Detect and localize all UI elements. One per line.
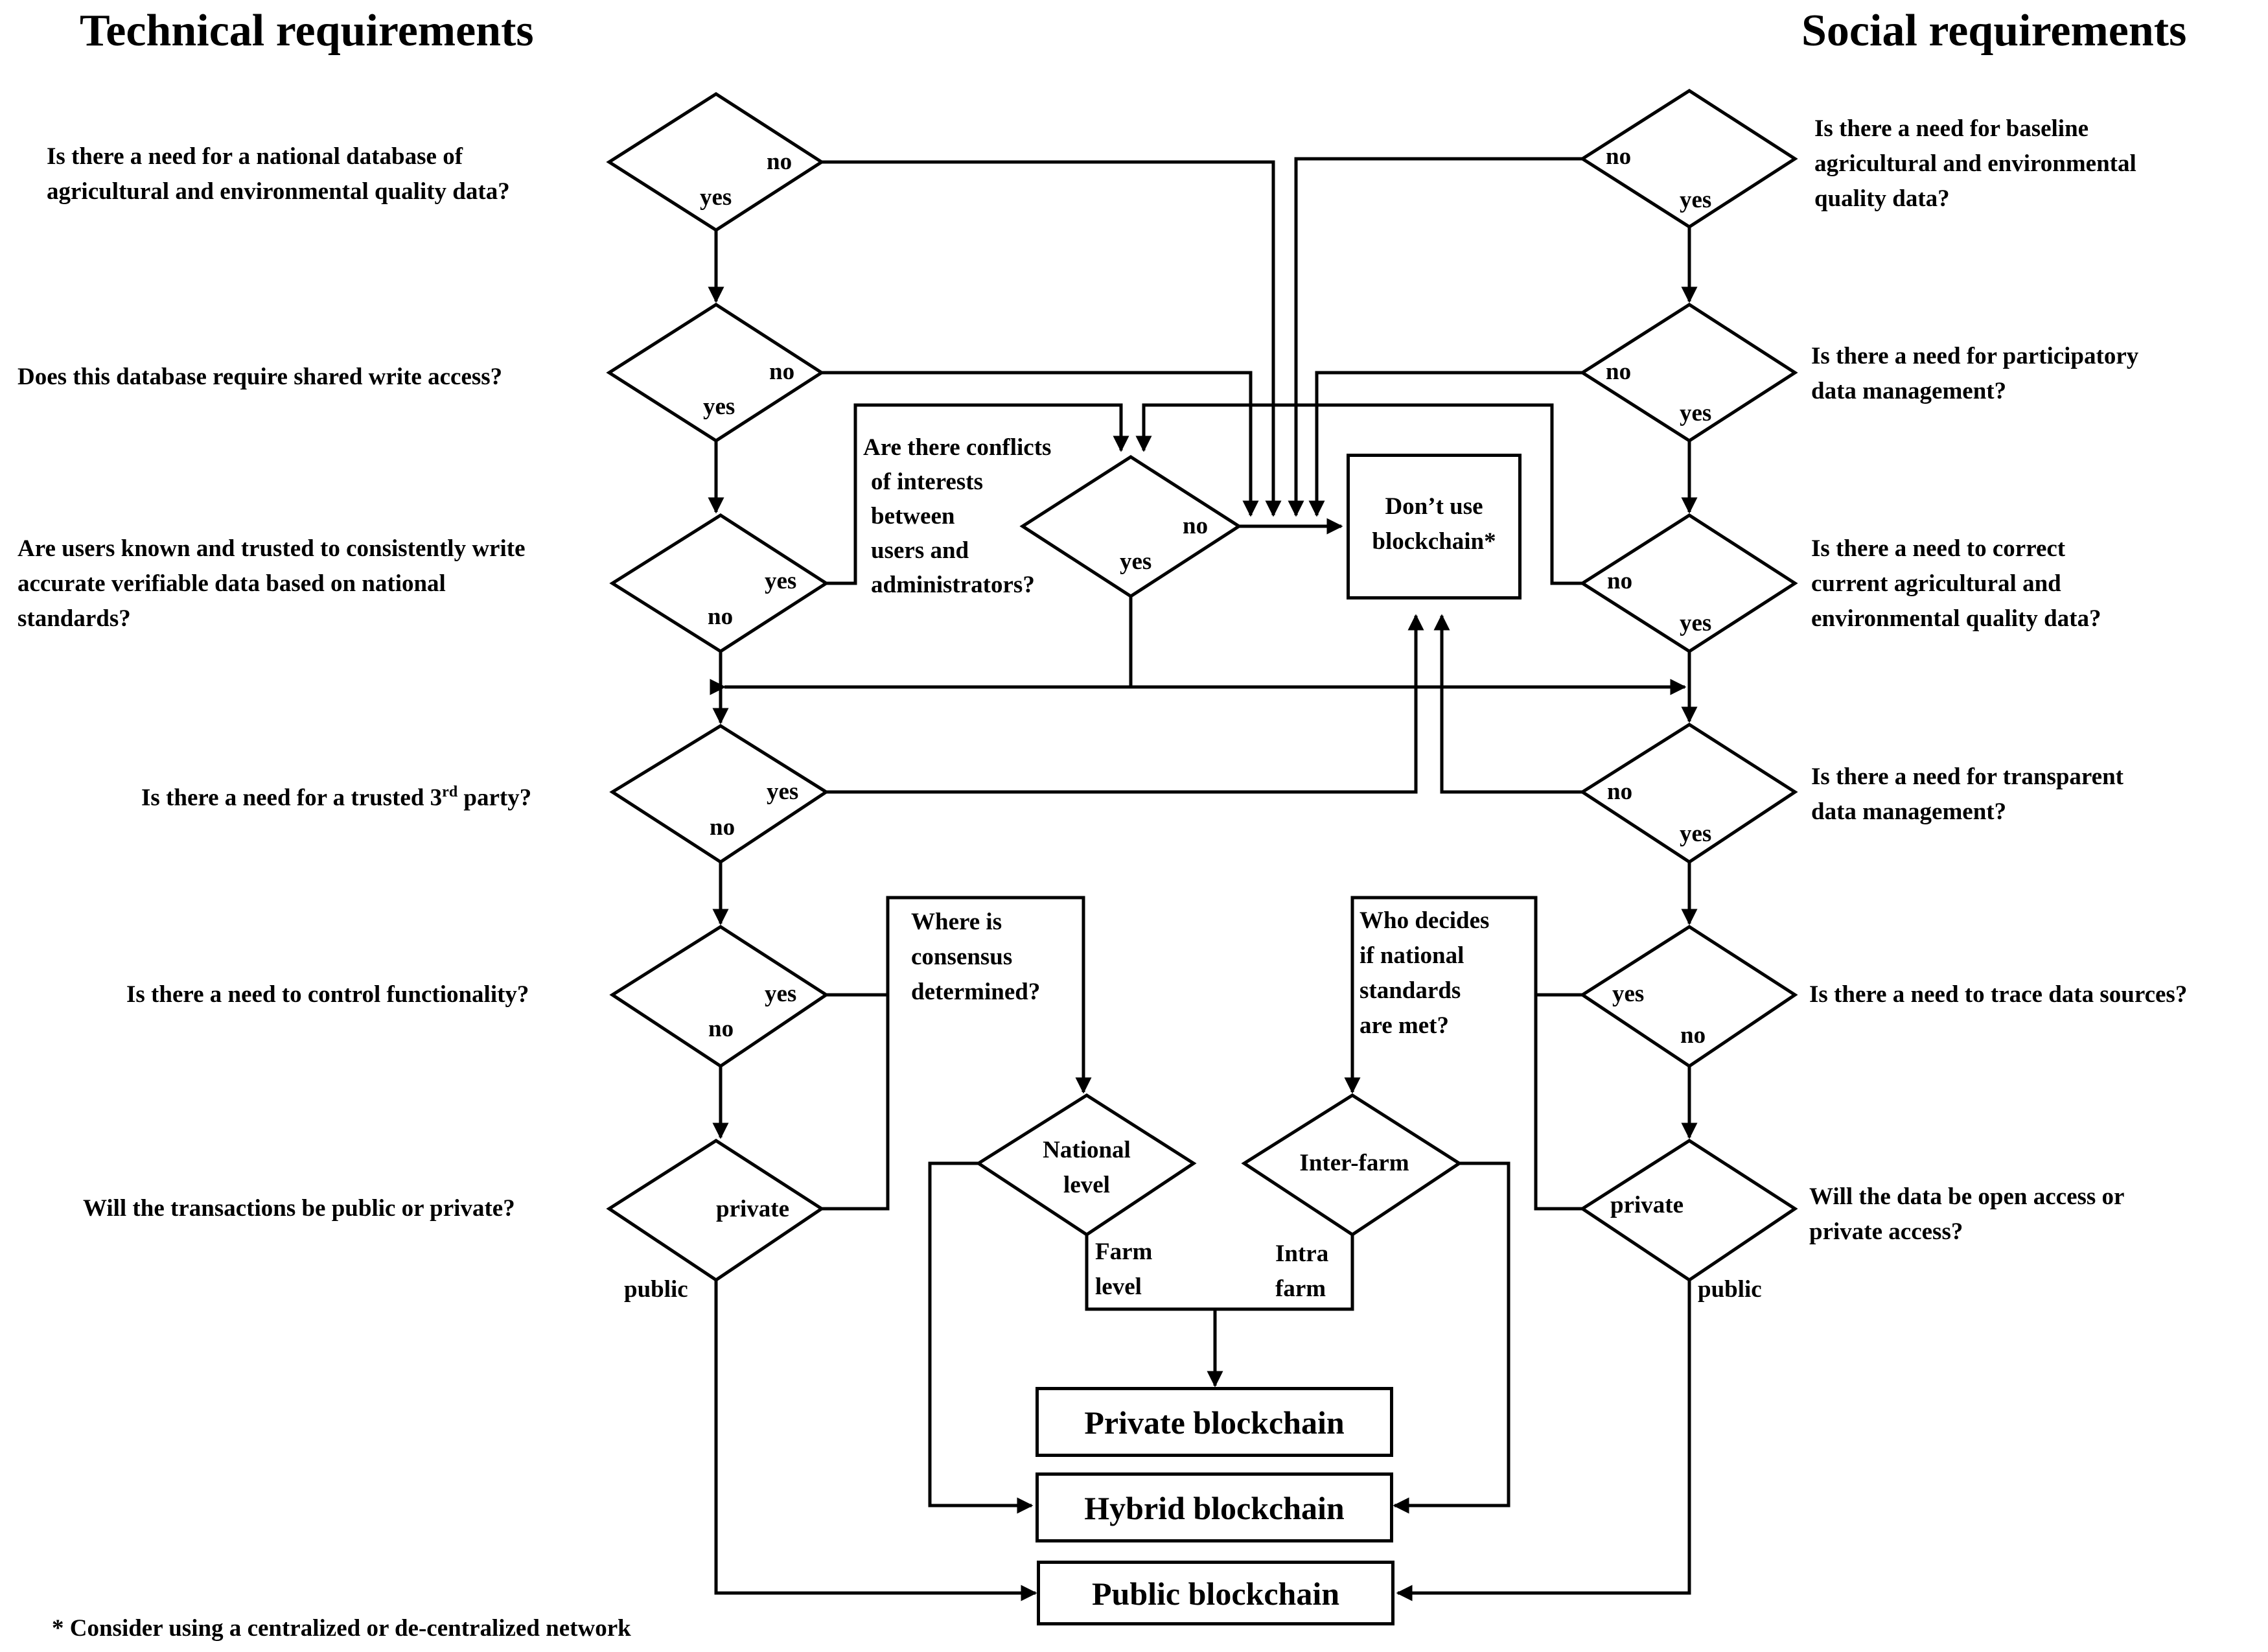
tech-q2-no: no (769, 358, 795, 385)
private-blockchain-box: Private blockchain (1036, 1387, 1393, 1457)
tech-q1-no: no (767, 148, 793, 175)
social-q3-yes: yes (1680, 610, 1712, 636)
tech-q2-yes: yes (703, 393, 735, 420)
technical-heading: Technical requirements (80, 6, 534, 56)
conflict-question: Are there conflicts of interests between… (863, 434, 1052, 598)
social-q4-no: no (1607, 778, 1633, 805)
tech-q6-public: public (624, 1276, 688, 1303)
hybrid-blockchain-box: Hybrid blockchain (1036, 1472, 1393, 1542)
tech-question-5: Is there a need to control functionality… (126, 981, 529, 1008)
tech-q6-private: private (716, 1196, 790, 1222)
tech-question-6: Will the transactions be public or priva… (83, 1195, 515, 1222)
tech-q3-yes: yes (765, 568, 797, 594)
tech-question-4: Is there a need for a trusted 3rd party? (141, 784, 532, 811)
social-q4-yes: yes (1680, 820, 1712, 847)
social-q5-yes: yes (1612, 981, 1645, 1007)
tech-q4-no: no (710, 814, 735, 841)
social-q6-public: public (1698, 1276, 1762, 1303)
public-blockchain-box: Public blockchain (1037, 1561, 1394, 1625)
social-q1-no: no (1606, 143, 1632, 170)
social-heading: Social requirements (1801, 6, 2187, 56)
tech-question-2: Does this database require shared write … (17, 364, 503, 390)
tech-q3-no: no (708, 603, 734, 630)
social-q6-private: private (1610, 1192, 1684, 1218)
social-q1-yes: yes (1680, 187, 1712, 213)
tech-q1-yes: yes (700, 184, 732, 211)
social-q2-yes: yes (1680, 400, 1712, 426)
tech-q5-no: no (708, 1016, 734, 1042)
inter-farm-label: Inter-farm (1299, 1150, 1409, 1176)
social-question-5: Is there a need to trace data sources? (1809, 981, 2188, 1008)
social-q2-no: no (1606, 358, 1632, 385)
social-q3-no: no (1607, 568, 1633, 594)
tech-q4-yes: yes (767, 778, 799, 805)
tech-question-1: Is there a need for a national database … (47, 143, 510, 205)
social-q5-no: no (1680, 1022, 1706, 1049)
tech-question-3: Are users known and trusted to consisten… (17, 535, 526, 632)
tech-q5-yes: yes (765, 981, 797, 1007)
tech-decision-6 (606, 1139, 825, 1283)
footnote: * Consider using a centralized or de-cen… (52, 1615, 631, 1642)
conflict-yes: yes (1120, 548, 1152, 575)
conflict-no: no (1183, 513, 1209, 539)
